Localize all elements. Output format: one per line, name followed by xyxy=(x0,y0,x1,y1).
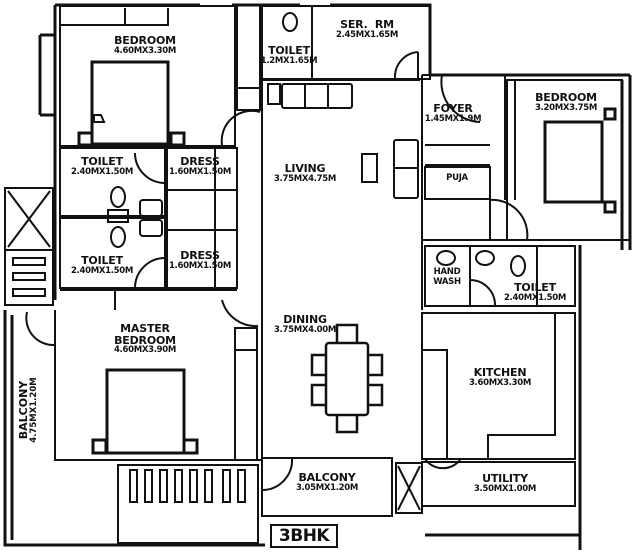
bedroom-2-walls xyxy=(506,79,623,241)
bedroom-1-walls xyxy=(59,5,236,147)
label-hand-wash: HAND WASH xyxy=(433,267,461,288)
servant-room-walls xyxy=(311,5,431,80)
kitchen-walls xyxy=(421,312,576,507)
dining-table xyxy=(310,323,384,434)
balcony-grill xyxy=(117,464,259,544)
master-bedroom-walls xyxy=(25,299,262,461)
label-puja: PUJA xyxy=(446,173,468,183)
unit-type-label: 3BHK xyxy=(270,524,338,548)
toilet-dress-walls xyxy=(4,147,238,310)
foyer-walls xyxy=(422,74,630,241)
toilet-small-walls xyxy=(261,5,313,80)
living-dining-walls xyxy=(220,75,423,465)
wardrobe-1 xyxy=(236,6,261,111)
toilet-3-walls xyxy=(424,245,576,307)
